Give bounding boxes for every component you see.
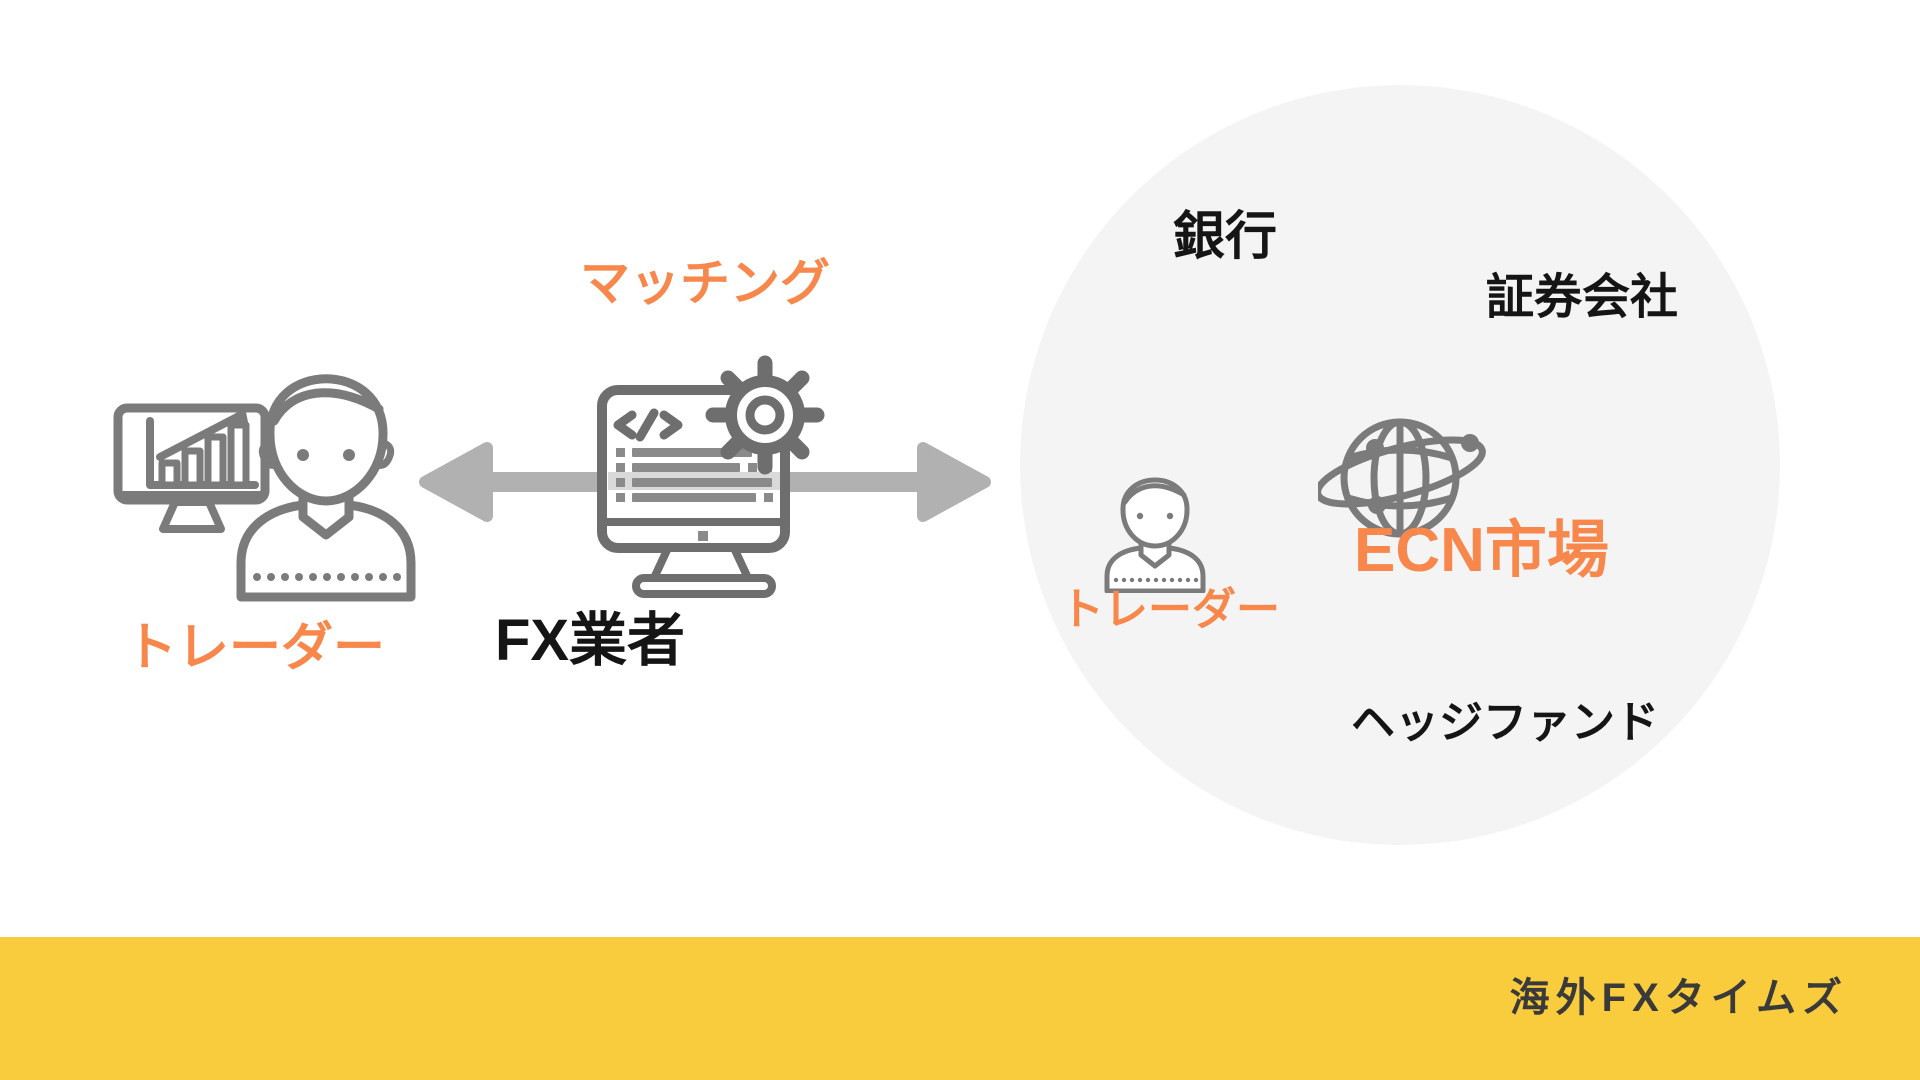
brand-label: 海外FXタイムズ (1509, 976, 1848, 1020)
left-trader-icon-group (113, 374, 416, 602)
chart-monitor-icon (113, 403, 270, 533)
collar-dots (1113, 577, 1199, 583)
hedge-fund-label: ヘッジファンド (1351, 698, 1659, 747)
bank-label: 銀行 (1173, 208, 1278, 266)
matching-label: マッチング (580, 255, 830, 311)
arrow-head-right (917, 442, 991, 522)
trader-person-icon (236, 374, 416, 602)
arrow-head-left (419, 442, 493, 522)
globe-network-icon (1318, 418, 1486, 538)
fx-broker-icon-group (597, 355, 825, 598)
left-trader-label: トレーダー (124, 619, 385, 677)
securities-company-label: 証券会社 (1486, 271, 1679, 324)
fx-broker-label: FX業者 (494, 608, 686, 673)
code-lines (616, 448, 773, 502)
ecn-market-label: ECN市場 (1354, 516, 1609, 585)
footer-bar: 海外FXタイムズ (0, 937, 1920, 1080)
collar-dots (253, 573, 401, 581)
gear-icon (705, 355, 825, 475)
circle-trader-label: トレーダー (1060, 585, 1280, 634)
trader-person-icon (1104, 477, 1206, 593)
